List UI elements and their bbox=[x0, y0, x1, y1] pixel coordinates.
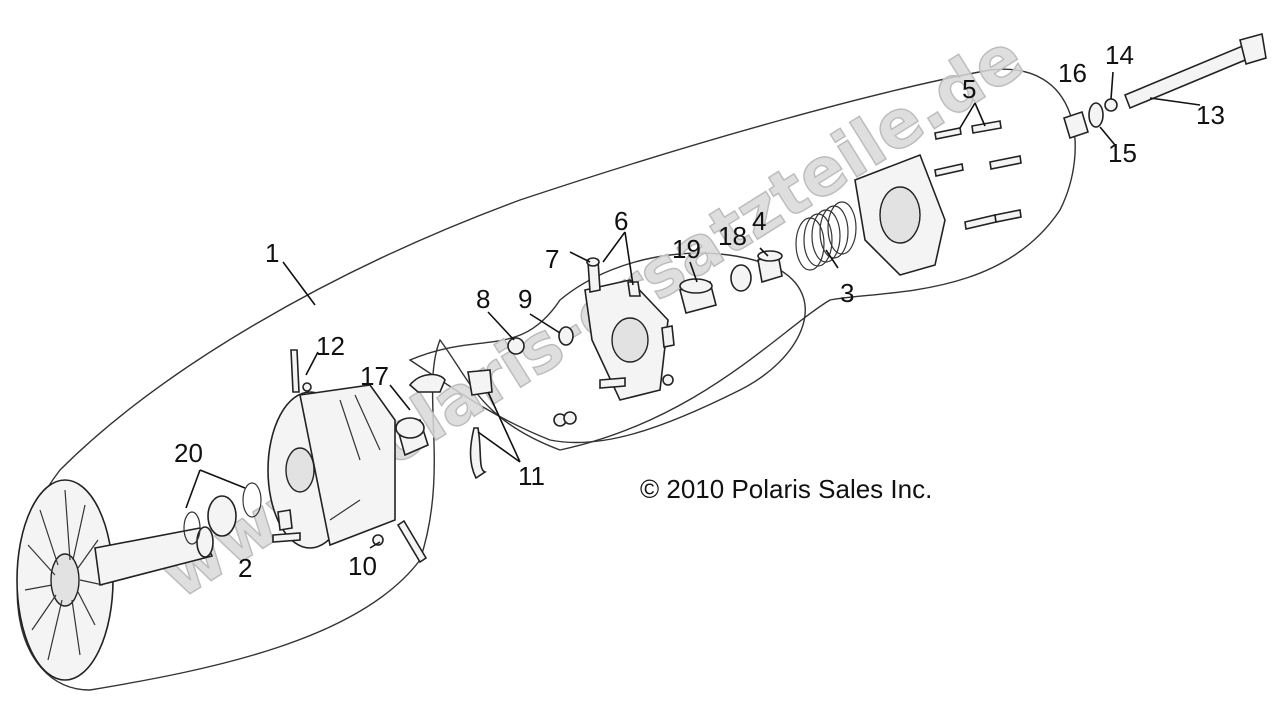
callout-1: 1 bbox=[265, 238, 279, 268]
bolts-item-5 bbox=[934, 120, 1022, 230]
bushing-item-4 bbox=[757, 250, 783, 284]
stationary-sheave bbox=[16, 479, 214, 681]
callout-13: 13 bbox=[1196, 100, 1225, 130]
pin-item-12 bbox=[290, 349, 300, 393]
copyright-text: © 2010 Polaris Sales Inc. bbox=[640, 474, 932, 504]
pin-bottom bbox=[396, 519, 428, 564]
callout-10: 10 bbox=[348, 551, 377, 581]
washer-item-14 bbox=[1104, 98, 1118, 112]
callout-18: 18 bbox=[718, 221, 747, 251]
bolt-item-13 bbox=[1123, 32, 1267, 110]
callout-20: 20 bbox=[174, 438, 203, 468]
cover bbox=[854, 153, 946, 276]
callout-7: 7 bbox=[545, 244, 559, 274]
bushing-item-19 bbox=[679, 278, 717, 314]
callout-12: 12 bbox=[316, 331, 345, 361]
callout-14: 14 bbox=[1105, 40, 1134, 70]
bushing-item-17 bbox=[395, 417, 429, 457]
callout-5: 5 bbox=[962, 74, 976, 104]
callout-8: 8 bbox=[476, 284, 490, 314]
callout-17: 17 bbox=[360, 361, 389, 391]
assembly-outline bbox=[16, 68, 1076, 691]
spider-group-outline bbox=[408, 252, 806, 444]
callout-3: 3 bbox=[840, 278, 854, 308]
moveable-sheave bbox=[267, 384, 396, 549]
callout-15: 15 bbox=[1108, 138, 1137, 168]
cam-arms-item-11 bbox=[408, 369, 493, 480]
spider-item-6 bbox=[584, 257, 675, 401]
washer-item-18 bbox=[730, 264, 752, 292]
callout-16: 16 bbox=[1058, 58, 1087, 88]
rollers-item-8-9 bbox=[507, 326, 577, 427]
leader-lines bbox=[185, 71, 1201, 549]
callout-2: 2 bbox=[238, 553, 252, 583]
nut-item-16 bbox=[1063, 110, 1089, 140]
callout-19: 19 bbox=[672, 234, 701, 264]
spring-item-3 bbox=[795, 201, 857, 271]
callout-11: 11 bbox=[518, 461, 545, 491]
washer-item-15 bbox=[1088, 102, 1104, 128]
callout-9: 9 bbox=[518, 284, 532, 314]
rings-item-20 bbox=[183, 482, 262, 545]
callout-6: 6 bbox=[614, 206, 628, 236]
callout-4: 4 bbox=[752, 206, 766, 236]
